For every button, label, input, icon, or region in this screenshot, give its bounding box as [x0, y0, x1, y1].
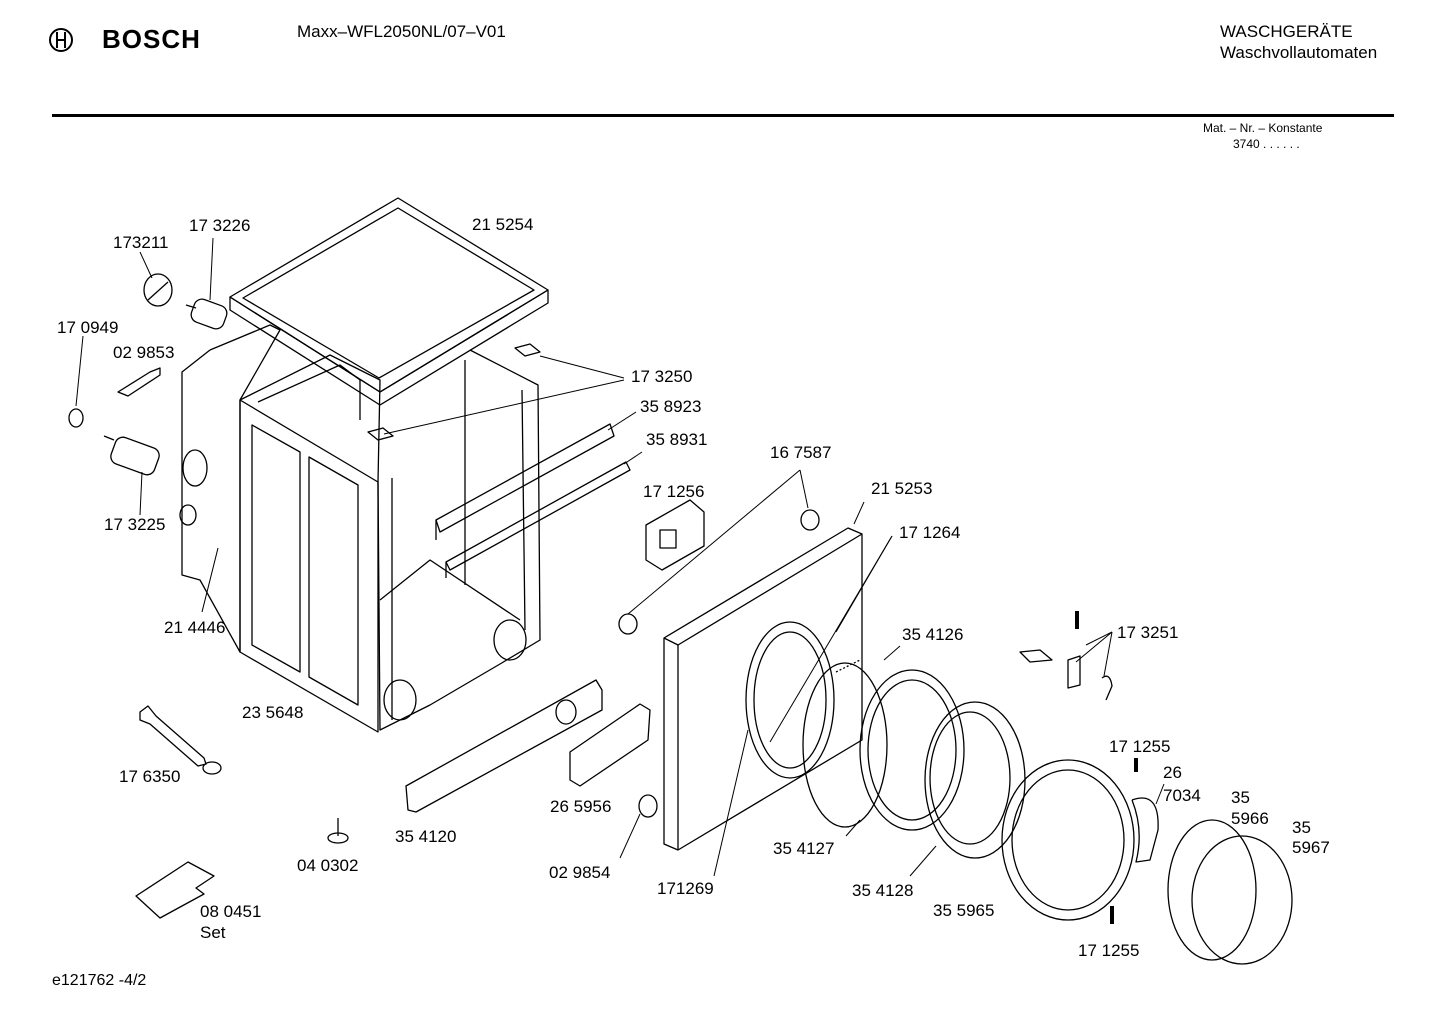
door-glass-354128: [924, 701, 1026, 859]
label-040302: 04 0302: [297, 856, 358, 875]
header-divider: [52, 114, 1394, 117]
label-354127: 35 4127: [773, 839, 834, 858]
label-215254: 21 5254: [472, 215, 533, 234]
drawing-reference: e121762 -4/2: [52, 972, 147, 989]
brand-name: BOSCH: [102, 24, 201, 54]
label-173251: 17 3251: [1117, 623, 1178, 642]
control-panel-354120: [405, 679, 603, 813]
spanner-176350: [139, 705, 222, 775]
clip-029853: [117, 367, 161, 397]
leader-lines: [75, 237, 1165, 877]
label-080451: 08 0451: [200, 902, 261, 921]
clip-170949: [68, 408, 84, 428]
door-frame-355965: [1001, 759, 1135, 921]
label-171255-bottom: 17 1255: [1078, 941, 1139, 960]
label-214446: 21 4446: [164, 618, 225, 637]
rail-358923: [435, 423, 615, 540]
label-358931: 35 8931: [646, 430, 707, 449]
dispenser-flap-265956: [569, 703, 651, 787]
label-029854: 02 9854: [549, 863, 610, 882]
category-subtitle: Waschvollautomaten: [1220, 43, 1378, 62]
hinge-parts-173251: [1019, 611, 1113, 701]
door-lock-171256: [645, 499, 705, 571]
category-title: WASCHGERÄTE: [1220, 22, 1353, 41]
label-167587: 16 7587: [770, 443, 831, 462]
label-215253: 21 5253: [871, 479, 932, 498]
bosch-logo: BOSCH: [48, 24, 201, 55]
label-354120: 35 4120: [395, 827, 456, 846]
front-panel-part: [663, 527, 863, 851]
foot-040302: [327, 818, 349, 844]
hinge-clip-173211: [143, 273, 173, 307]
bush-173225: [103, 435, 160, 476]
hinge-267034: [1131, 797, 1159, 863]
label-35-b: 35: [1292, 818, 1311, 837]
label-7034: 7034: [1163, 786, 1201, 805]
outer-door-ring-355966: [1167, 819, 1293, 965]
label-5967: 5967: [1292, 838, 1330, 857]
label-173250: 17 3250: [631, 367, 692, 386]
label-171256: 17 1256: [643, 482, 704, 501]
rear-panel-part: [179, 324, 281, 653]
label-354128: 35 4128: [852, 881, 913, 900]
rail-358931: [445, 461, 631, 578]
label-5966: 5966: [1231, 809, 1269, 828]
clip-167587: [618, 509, 820, 635]
bosch-armature-icon: [49, 27, 73, 52]
label-176350: 17 6350: [119, 767, 180, 786]
pins-171255: [1110, 758, 1138, 924]
model-number: Maxx–WFL2050NL/07–V01: [297, 22, 506, 41]
label-173211: 173211: [113, 233, 168, 252]
label-029853: 02 9853: [113, 343, 174, 362]
label-171264: 17 1264: [899, 523, 960, 542]
label-35-a: 35: [1231, 788, 1250, 807]
label-170949: 17 0949: [57, 318, 118, 337]
bush-173226: [185, 298, 228, 330]
label-355965: 35 5965: [933, 901, 994, 920]
seal-clamp-354126: [802, 659, 888, 828]
label-173225: 17 3225: [104, 515, 165, 534]
mat-nr-value: 3740 . . . . . .: [1233, 137, 1300, 151]
label-171269: 171269: [657, 879, 714, 898]
knob-029854: [638, 794, 658, 818]
bracket-173250: [367, 343, 541, 441]
mat-nr-label: Mat. – Nr. – Konstante: [1203, 121, 1323, 135]
label-358923: 35 8923: [640, 397, 701, 416]
label-171255-top: 17 1255: [1109, 737, 1170, 756]
label-set: Set: [200, 923, 226, 942]
label-265956: 26 5956: [550, 797, 611, 816]
label-235648: 23 5648: [242, 703, 303, 722]
door-ring-354127: [859, 669, 965, 831]
cabinet-frame-part: [239, 349, 541, 733]
label-26: 26: [1163, 763, 1182, 782]
label-354126: 35 4126: [902, 625, 963, 644]
label-173226: 17 3226: [189, 216, 250, 235]
transport-set-080451: [135, 861, 215, 919]
